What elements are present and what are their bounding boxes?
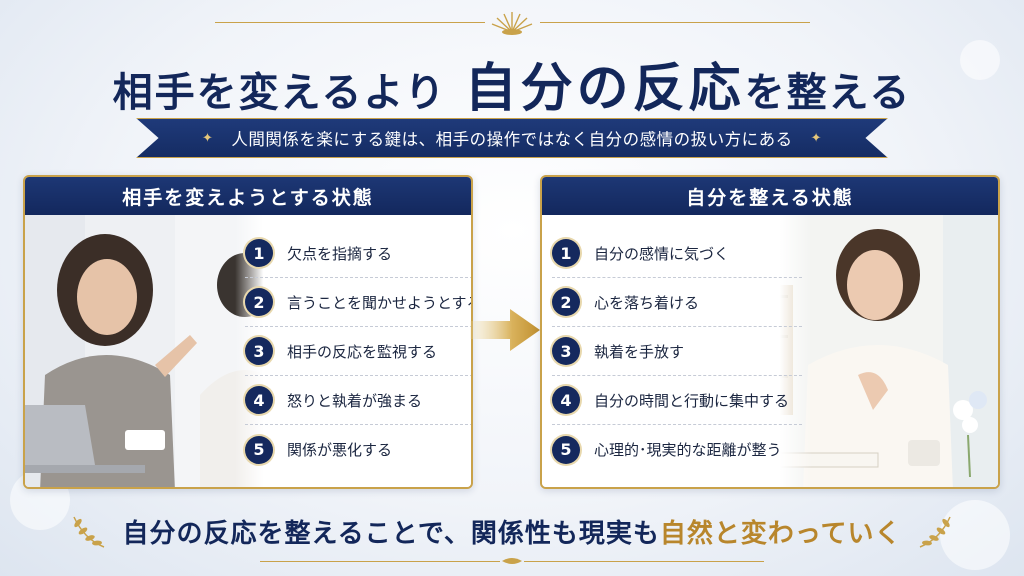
list-item: 4 自分の時間と行動に集中する bbox=[552, 376, 802, 425]
step-text: 関係が悪化する bbox=[287, 441, 393, 459]
step-text: 心理的･現実的な距離が整う bbox=[594, 441, 782, 459]
step-text: 言うことを聞かせようとする bbox=[287, 293, 473, 312]
step-text: 心を落ち着ける bbox=[594, 293, 700, 312]
step-number-badge: 4 bbox=[245, 386, 273, 414]
list-item: 2 言うことを聞かせようとする bbox=[245, 278, 473, 327]
step-number-badge: 1 bbox=[552, 239, 580, 267]
left-panel-heading: 相手を変えようとする状態 bbox=[25, 177, 471, 215]
page-title: 相手を変えるより自分の反応を整える bbox=[0, 46, 1024, 121]
list-item: 2 心を落ち着ける bbox=[552, 278, 802, 327]
step-text: 相手の反応を監視する bbox=[287, 342, 438, 361]
list-item: 1 自分の感情に気づく bbox=[552, 229, 802, 278]
list-item: 3 相手の反応を監視する bbox=[245, 327, 471, 376]
step-text: 執着を手放す bbox=[594, 342, 685, 361]
step-text: 自分の時間と行動に集中する bbox=[594, 391, 790, 410]
top-divider-left bbox=[215, 22, 485, 23]
subtitle-text: 人間関係を楽にする鍵は、相手の操作ではなく自分の感情の扱い方にある bbox=[231, 130, 793, 149]
step-number-badge: 2 bbox=[552, 288, 580, 316]
bokeh-light bbox=[960, 40, 1000, 80]
subtitle-ribbon: ✦ 人間関係を楽にする鍵は、相手の操作ではなく自分の感情の扱い方にある ✦ bbox=[136, 118, 888, 158]
bottom-message: 自分の反応を整えることで、関係性も現実も自然と変わっていく bbox=[0, 506, 1024, 556]
list-item: 5 関係が悪化する bbox=[245, 425, 471, 474]
step-number-badge: 5 bbox=[552, 435, 580, 464]
bottom-message-text: 自分の反応を整えることで、関係性も現実も自然と変わっていく bbox=[122, 513, 901, 550]
step-text: 欠点を指摘する bbox=[287, 244, 393, 263]
step-number-badge: 3 bbox=[245, 337, 273, 365]
step-number-badge: 2 bbox=[245, 288, 273, 316]
laurel-left-icon bbox=[73, 516, 105, 548]
right-steps-list: 1 自分の感情に気づく 2 心を落ち着ける 3 執着を手放す 4 自分の時間と行動に集中… bbox=[552, 229, 802, 474]
title-part-1: 相手を変えるより bbox=[112, 69, 447, 116]
sparkle-icon: ✦ bbox=[202, 130, 214, 146]
bottom-divider-left bbox=[260, 561, 500, 562]
title-part-3: を整える bbox=[744, 69, 912, 116]
step-text: 自分の感情に気づく bbox=[594, 244, 730, 263]
transition-arrow-icon bbox=[470, 309, 540, 351]
step-text: 怒りと執着が強まる bbox=[287, 391, 423, 410]
bokeh-light bbox=[940, 500, 1010, 570]
list-item: 1 欠点を指摘する bbox=[245, 229, 471, 278]
bottom-divider-right bbox=[524, 561, 764, 562]
step-number-badge: 3 bbox=[552, 337, 580, 365]
left-steps-list: 1 欠点を指摘する 2 言うことを聞かせようとする 3 相手の反応を監視する 4 怒りと… bbox=[245, 229, 473, 474]
bottom-ornament-icon bbox=[502, 558, 522, 564]
step-number-badge: 4 bbox=[552, 386, 580, 414]
sparkle-icon: ✦ bbox=[810, 130, 822, 146]
list-item: 4 怒りと執着が強まる bbox=[245, 376, 471, 425]
left-panel: 相手を変えようとする状態 1 欠点を指摘する 2 言うことを聞かせようとする 3 相手… bbox=[23, 175, 473, 489]
title-part-2: 自分の反応 bbox=[464, 58, 745, 119]
sunburst-ornament-icon bbox=[491, 12, 533, 35]
step-number-badge: 1 bbox=[245, 239, 273, 267]
top-divider-right bbox=[540, 22, 810, 23]
bottom-text-main: 自分の反応を整えることで、関係性も現実も bbox=[122, 518, 660, 549]
laurel-right-icon bbox=[919, 516, 951, 548]
right-panel: 自分を整える状態 1 自分の感情に気づく 2 心を落ち着ける 3 執着を手放す 4 自分… bbox=[540, 175, 1000, 489]
list-item: 5 心理的･現実的な距離が整う bbox=[552, 425, 802, 474]
bottom-text-highlight: 自然と変わっていく bbox=[659, 518, 902, 549]
right-panel-heading: 自分を整える状態 bbox=[542, 177, 998, 215]
step-number-badge: 5 bbox=[245, 435, 273, 464]
list-item: 3 執着を手放す bbox=[552, 327, 802, 376]
